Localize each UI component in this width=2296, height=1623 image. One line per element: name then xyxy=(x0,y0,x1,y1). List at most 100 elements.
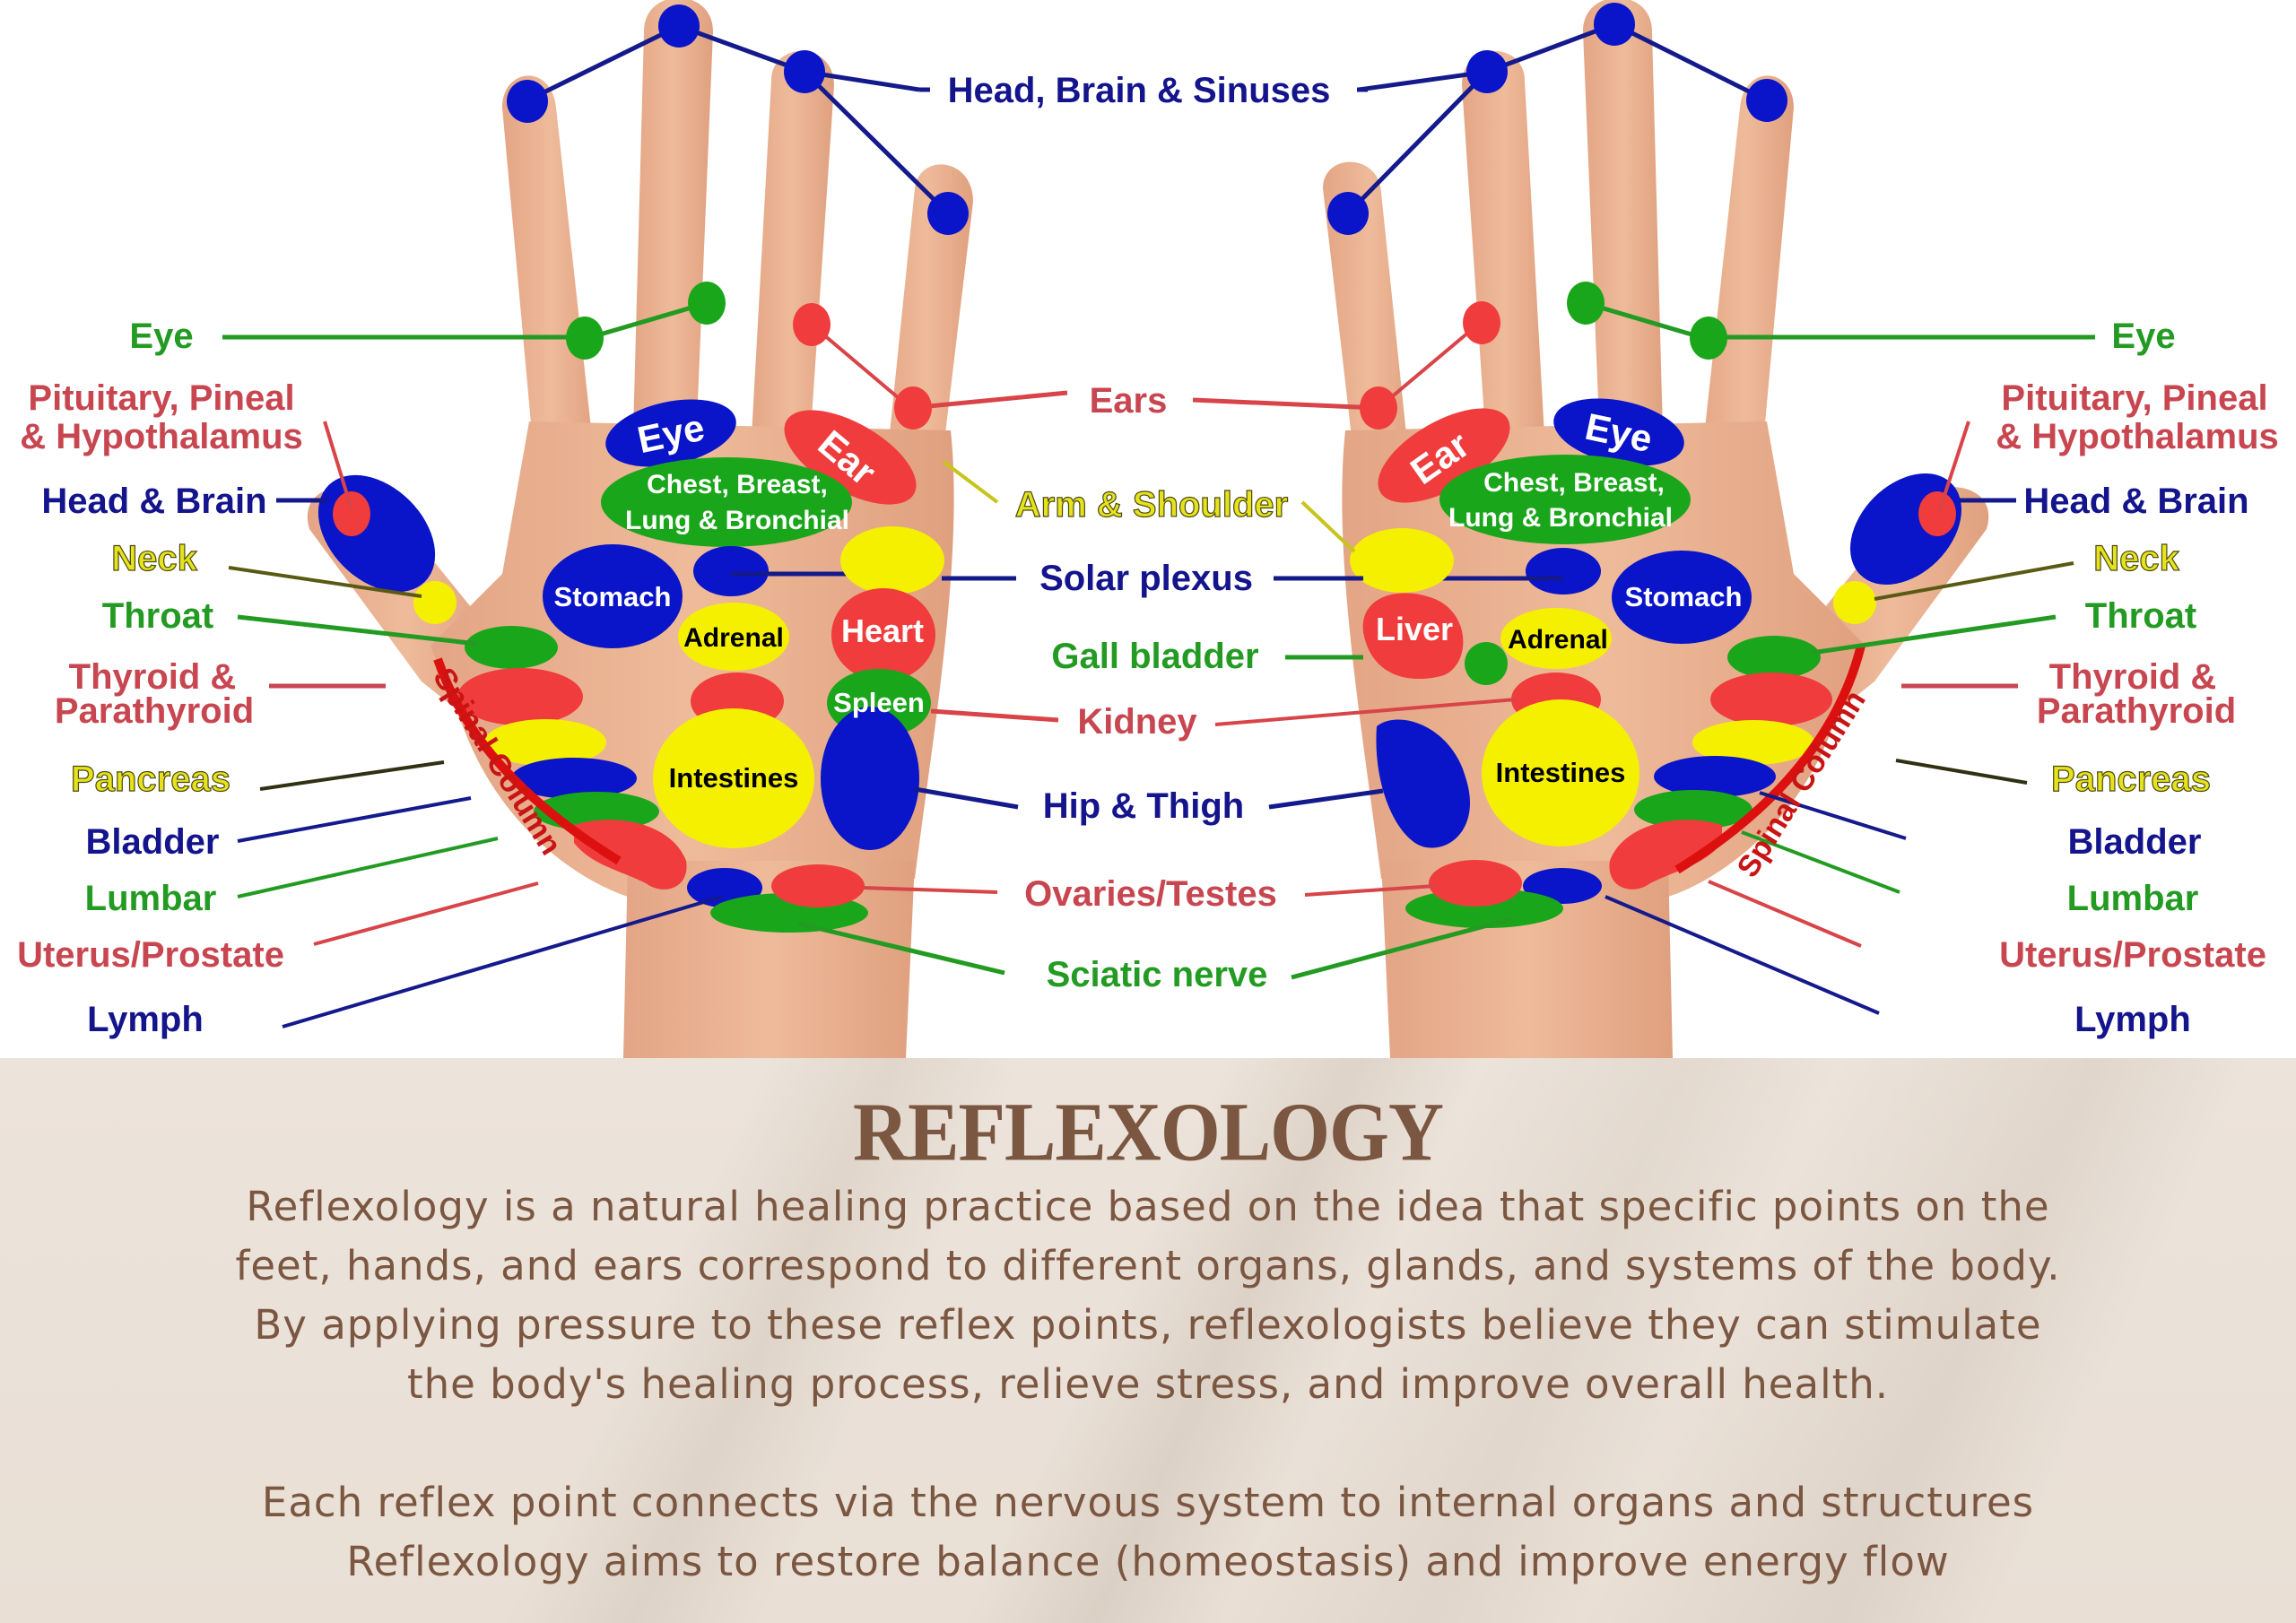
left-eye-points xyxy=(222,282,726,360)
zone-label-intestines: Intestines xyxy=(1496,757,1626,788)
intro-line: the body's healing process, relieve stre… xyxy=(406,1359,1890,1408)
label-solar-plexus: Solar plexus xyxy=(1039,559,1253,598)
zone-eye xyxy=(1553,398,1684,466)
detail-paragraph: Each reflex point connects via the nervo… xyxy=(45,1473,2251,1592)
label-neck: Neck xyxy=(111,539,197,578)
label-pituitary-1: Pituitary, Pineal xyxy=(2001,378,2267,418)
zone-ovaries xyxy=(771,864,865,907)
label-throat: Throat xyxy=(2085,596,2196,636)
label-uterus-prostate: Uterus/Prostate xyxy=(1999,935,2266,975)
zone-adrenal xyxy=(1500,608,1612,669)
left-hand xyxy=(222,0,1068,1058)
label-kidney: Kidney xyxy=(1077,702,1197,742)
detail-line: Reflexology aims to restore balance (hom… xyxy=(346,1537,1950,1585)
zone-liver xyxy=(1362,593,1464,680)
zone-lumbar xyxy=(1634,790,1752,829)
zone-neck xyxy=(413,581,457,624)
intro-line: Reflexology is a natural healing practic… xyxy=(246,1182,2050,1230)
zone-eye xyxy=(605,399,736,467)
zone-label-stomach: Stomach xyxy=(1625,581,1743,612)
zone-uterus xyxy=(574,820,687,890)
zone-label-intestines: Intestines xyxy=(669,762,799,794)
label-thyroid-1: Thyroid & xyxy=(2049,657,2217,697)
zone-solar-plexus-dot xyxy=(693,546,769,596)
spinal-column-bar xyxy=(433,657,622,865)
zone-chest xyxy=(601,457,852,547)
reflexology-hand-diagram: Eye Ear Chest, Breast, Lung & Bronchial … xyxy=(17,0,2279,1058)
left-ear-points xyxy=(793,303,1068,430)
zone-pituitary xyxy=(333,491,370,536)
zone-stomach xyxy=(1612,551,1752,644)
zone-thyroid xyxy=(1710,673,1832,726)
left-side-labels: Eye Pituitary, Pineal & Hypothalamus Hea… xyxy=(17,317,303,1039)
spinal-column-bar xyxy=(1674,644,1866,874)
info-panel: REFLEXOLOGY Reflexology is a natural hea… xyxy=(0,1058,2296,1623)
label-ovaries-testes: Ovaries/Testes xyxy=(1024,874,1277,914)
zone-thyroid xyxy=(457,668,583,725)
label-hip-thigh: Hip & Thigh xyxy=(1043,786,1244,826)
label-eye: Eye xyxy=(2111,317,2175,356)
intro-line: By applying pressure to these reflex poi… xyxy=(254,1300,2042,1349)
center-labels: Head, Brain & Sinuses Ears Arm & Shoulde… xyxy=(919,71,1368,994)
label-lumbar: Lumbar xyxy=(85,879,217,918)
zone-bladder xyxy=(1654,756,1776,797)
label-thyroid-1: Thyroid & xyxy=(69,657,237,697)
zone-ovaries xyxy=(1429,860,1522,907)
zone-hip-thigh xyxy=(1376,719,1470,848)
label-pancreas: Pancreas xyxy=(71,759,230,799)
label-pituitary-2: & Hypothalamus xyxy=(20,417,303,456)
zone-pancreas xyxy=(484,719,606,766)
intro-paragraph: Reflexology is a natural healing practic… xyxy=(45,1177,2251,1414)
zone-arm-shoulder xyxy=(840,526,944,595)
right-hand xyxy=(1192,0,2095,1058)
right-thumb-zones xyxy=(1609,473,1961,890)
zone-gall-bladder xyxy=(1465,642,1508,685)
zone-lymph xyxy=(1523,868,1602,904)
zone-label-spleen: Spleen xyxy=(833,687,925,718)
zone-intestines xyxy=(653,708,814,848)
label-arm-shoulder: Arm & Shoulder xyxy=(1015,485,1288,525)
detail-line: Each reflex point connects via the nervo… xyxy=(261,1478,2035,1526)
zone-ear xyxy=(1378,408,1510,503)
label-sciatic-nerve: Sciatic nerve xyxy=(1047,955,1268,994)
label-lymph: Lymph xyxy=(2074,1000,2191,1039)
zone-bladder xyxy=(511,758,637,799)
zone-label-heart: Heart xyxy=(841,612,924,649)
zone-arm-shoulder xyxy=(1350,528,1454,593)
zone-label-adrenal: Adrenal xyxy=(1508,625,1608,655)
zone-adrenal xyxy=(678,603,789,671)
label-thyroid-2: Parathyroid xyxy=(55,691,254,731)
zone-solar-plexus-dot xyxy=(1526,548,1601,595)
label-pituitary-1: Pituitary, Pineal xyxy=(28,378,294,418)
label-ears: Ears xyxy=(1090,381,1168,421)
label-bladder: Bladder xyxy=(86,822,220,862)
label-throat: Throat xyxy=(102,596,213,636)
label-neck: Neck xyxy=(2093,539,2179,578)
zone-pancreas xyxy=(1692,720,1814,765)
zone-label-liver: Liver xyxy=(1376,611,1453,647)
zone-label-chest-1: Chest, Breast, xyxy=(647,470,828,499)
label-bladder: Bladder xyxy=(2068,822,2202,862)
zone-neck xyxy=(1833,581,1876,624)
page-title: REFLEXOLOGY xyxy=(853,1085,1444,1179)
label-thyroid-2: Parathyroid xyxy=(2037,691,2236,731)
zone-label-chest-2: Lung & Bronchial xyxy=(1448,503,1673,533)
right-eye-points xyxy=(1567,282,2095,360)
label-pituitary-2: & Hypothalamus xyxy=(1996,417,2279,456)
zone-label-chest-1: Chest, Breast, xyxy=(1483,468,1665,498)
center-leader-lines xyxy=(797,460,1517,980)
left-palm-zones xyxy=(543,399,944,933)
right-palm-zones xyxy=(1350,398,1752,928)
left-head-brain-sinuses-points xyxy=(507,4,969,235)
zone-chest xyxy=(1439,455,1691,544)
label-head-brain-sinuses: Head, Brain & Sinuses xyxy=(948,71,1331,110)
zone-throat xyxy=(1727,636,1821,679)
zone-throat xyxy=(465,626,558,669)
label-gall-bladder: Gall bladder xyxy=(1051,637,1258,676)
zone-uterus xyxy=(1609,820,1722,890)
label-lymph: Lymph xyxy=(87,1000,204,1039)
zone-ear xyxy=(784,410,917,505)
left-thumb-zones xyxy=(317,474,687,890)
zone-stomach xyxy=(543,544,683,648)
label-eye: Eye xyxy=(129,317,193,356)
